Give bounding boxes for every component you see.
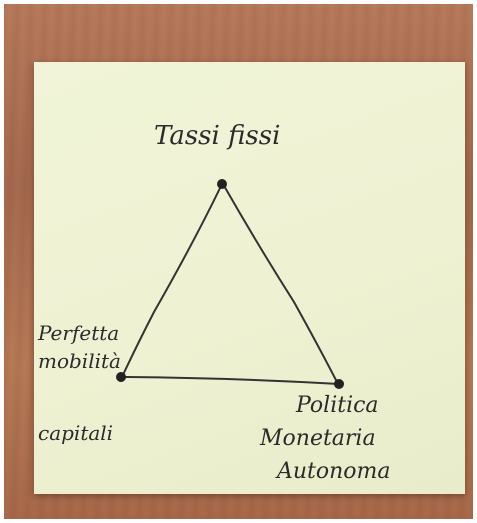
left-vertex-label-line-2: mobilità [38, 349, 121, 373]
right-vertex-label-line-3: Autonoma [275, 459, 391, 484]
right-vertex-label-line-1: Politica [295, 393, 379, 418]
triangle-diagram: Tassi fissi Perfetta mobilità capitali P… [34, 62, 465, 494]
right-vertex-label-line-2: Monetaria [259, 426, 376, 451]
vertex-left-dot [116, 372, 126, 382]
triangle-base-edge [122, 377, 339, 384]
left-vertex-label-line-1: Perfetta [37, 321, 119, 345]
vertex-right-dot [334, 379, 344, 389]
triangle-left-edge [122, 184, 222, 377]
left-vertex-label-line-3: capitali [38, 421, 113, 445]
triangle-right-edge [223, 184, 338, 384]
vertex-top-dot [217, 179, 227, 189]
sticky-note: Tassi fissi Perfetta mobilità capitali P… [34, 62, 465, 494]
top-vertex-label: Tassi fissi [154, 121, 280, 151]
